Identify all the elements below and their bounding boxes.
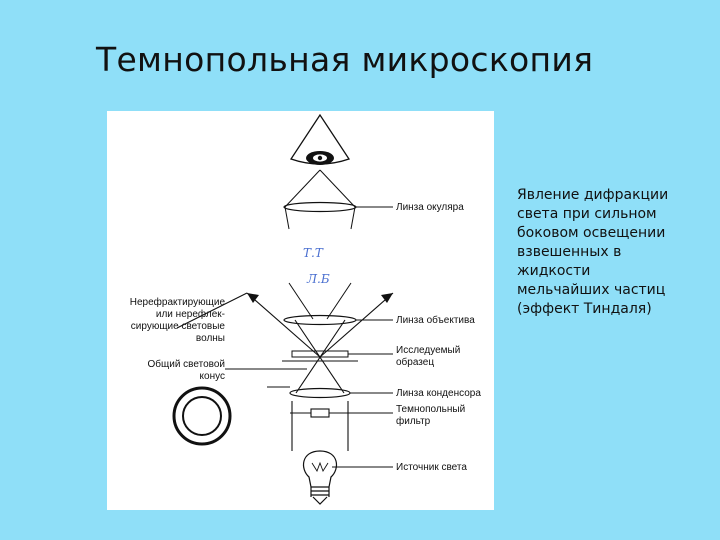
eyepiece-lens xyxy=(283,201,357,213)
label-waves-2: или нерефлек- xyxy=(156,308,225,320)
illumination-walls xyxy=(291,401,349,451)
objective-lens xyxy=(283,314,357,326)
leader-lines-right xyxy=(332,206,393,468)
description-line: (эффект Тиндаля) xyxy=(517,301,652,317)
label-eyepiece: Линза окуляра xyxy=(396,202,464,213)
label-source: Источник света xyxy=(396,462,467,473)
diagram-svg: Т.Т Л.Б xyxy=(130,113,481,505)
light-bulb-icon xyxy=(302,450,338,505)
description-line: взвешенных в xyxy=(517,244,622,260)
label-objective: Линза объектива xyxy=(396,314,475,326)
eye-icon xyxy=(289,113,351,165)
darkfield-filter xyxy=(290,408,350,418)
darkfield-diagram: Т.Т Л.Б xyxy=(107,111,494,510)
description-text: Явление дифракции света при сильном боко… xyxy=(517,186,707,319)
annular-ring-icon xyxy=(172,386,232,446)
label-specimen-1: Исследуемый xyxy=(396,345,460,356)
specimen-slide xyxy=(282,350,358,362)
description-line: Явление дифракции xyxy=(517,187,669,203)
condenser-lens xyxy=(289,387,351,399)
description-line: жидкости xyxy=(517,263,591,279)
label-cone-1: Общий световой xyxy=(148,358,226,370)
description-line: боковом освещении xyxy=(517,225,666,241)
label-condenser: Линза конденсора xyxy=(396,388,481,399)
label-waves-4: волны xyxy=(196,333,225,344)
label-filter-2: фильтр xyxy=(396,415,431,427)
mark-1: Т.Т xyxy=(303,246,324,260)
label-filter-1: Темнопольный xyxy=(396,404,465,415)
label-waves-1: Нерефрактирующие xyxy=(130,296,226,308)
ray-arrow-right xyxy=(381,293,393,303)
leader-lines-left xyxy=(225,368,307,388)
label-waves-3: сирующие световые xyxy=(131,321,226,332)
label-cone-2: конус xyxy=(200,371,225,382)
label-specimen-2: образец xyxy=(396,356,434,368)
description-line: света при сильном xyxy=(517,206,657,222)
ray-arrow-left xyxy=(247,293,259,303)
description-line: мельчайших частиц xyxy=(517,282,666,298)
slide-title: Темнопольная микроскопия xyxy=(96,40,594,79)
mark-2: Л.Б xyxy=(306,272,330,286)
eyepiece-rays xyxy=(284,169,356,208)
